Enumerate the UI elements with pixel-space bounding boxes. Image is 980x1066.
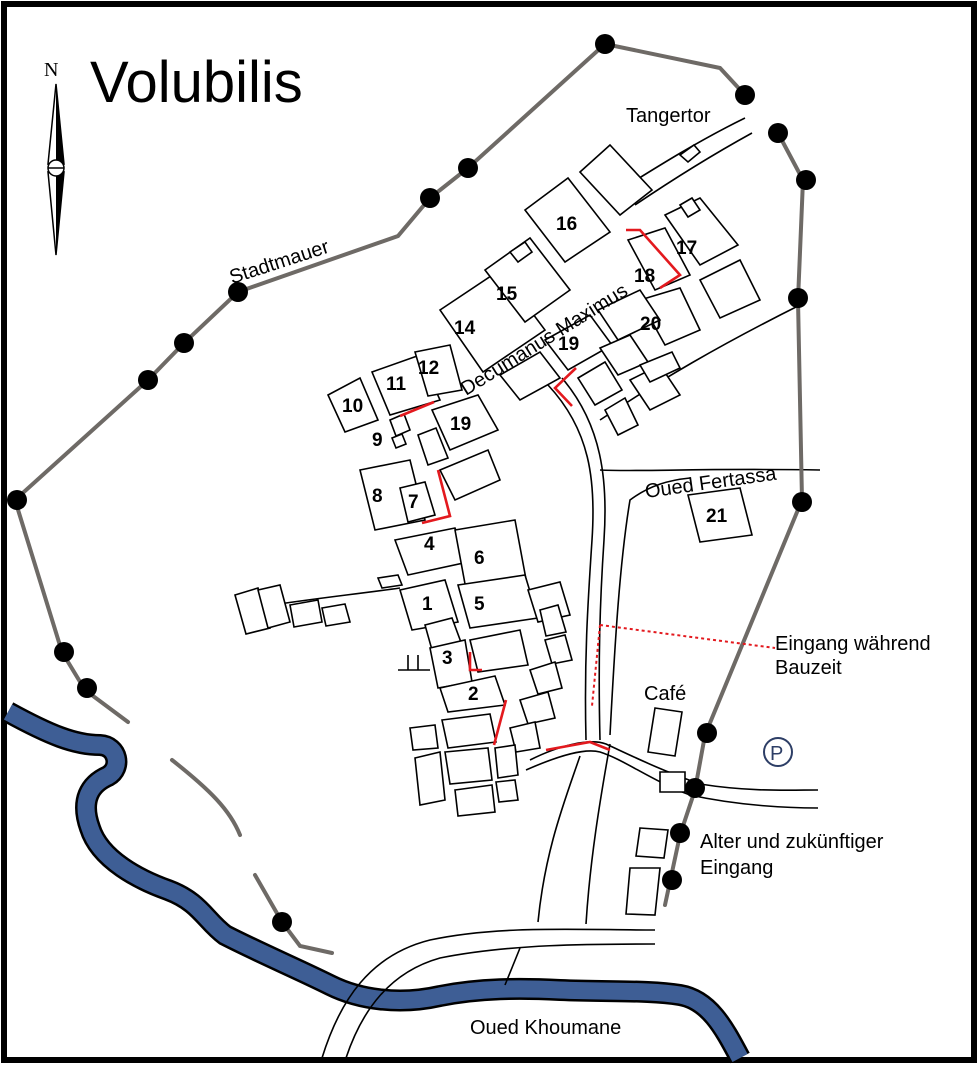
site-number-8: 8	[372, 486, 383, 507]
site-number-5: 5	[474, 594, 485, 615]
label-eingang-bauzeit-line2: Bauzeit	[775, 657, 842, 679]
site-number-19-north: 19	[558, 334, 579, 355]
north-label: N	[44, 59, 58, 81]
site-number-14: 14	[454, 318, 476, 339]
site-number-3: 3	[442, 648, 453, 669]
route-arrows	[399, 228, 776, 752]
site-number-18: 18	[634, 266, 655, 287]
label-alter-eingang-line2: Eingang	[700, 857, 773, 879]
site-number-9: 9	[372, 430, 383, 451]
site-number-1: 1	[422, 594, 433, 615]
site-number-20: 20	[640, 314, 661, 335]
site-number-6: 6	[474, 548, 485, 569]
label-oued-khoumane: Oued Khoumane	[470, 1017, 621, 1039]
site-number-2: 2	[468, 684, 479, 705]
site-number-19-south: 19	[450, 414, 471, 435]
site-number-7: 7	[408, 492, 419, 513]
site-number-10: 10	[342, 396, 363, 417]
label-eingang-bauzeit-line1: Eingang während	[775, 633, 931, 655]
label-alter-eingang-line1: Alter und zukünftiger	[700, 831, 884, 853]
label-tangertor: Tangertor	[626, 105, 711, 127]
site-numbers: 16 17 18 15 14 20 19 12 11 10 19 9 8 7 4…	[342, 214, 728, 705]
wall-towers	[7, 34, 816, 932]
site-number-16: 16	[556, 214, 577, 235]
site-number-21: 21	[706, 506, 728, 527]
parking-icon: P	[763, 737, 793, 767]
site-number-12: 12	[418, 358, 439, 379]
site-number-4: 4	[424, 534, 435, 555]
map-title: Volubilis	[90, 50, 303, 115]
roads	[239, 117, 821, 1059]
site-number-11: 11	[386, 374, 407, 395]
site-number-15: 15	[496, 284, 518, 305]
river-oued-khoumane	[2, 702, 750, 1064]
site-number-17: 17	[676, 238, 697, 259]
buildings	[234, 143, 762, 916]
compass-rose: N	[44, 59, 65, 256]
label-cafe: Café	[644, 683, 686, 705]
parking-label: P	[770, 743, 783, 765]
